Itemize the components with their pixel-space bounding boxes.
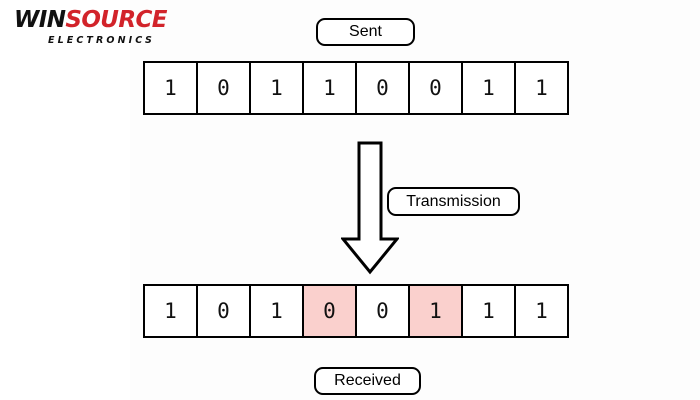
logo-text-win: WIN: [14, 7, 66, 33]
caption-sent: Sent: [316, 18, 415, 46]
bit-cell: 0: [196, 284, 251, 338]
caption-transmission: Transmission: [387, 187, 520, 216]
bit-cell: 1: [461, 61, 516, 115]
bit-cell: 1: [302, 61, 357, 115]
bit-cell: 0: [302, 284, 357, 338]
bit-cell: 1: [143, 284, 198, 338]
bit-cell: 1: [514, 61, 569, 115]
down-arrow-icon: [339, 141, 401, 275]
bit-cell: 1: [249, 61, 304, 115]
bit-cell: 0: [408, 61, 463, 115]
bit-cell: 1: [408, 284, 463, 338]
logo-wordmark: WINSOURCE: [14, 9, 167, 32]
winsource-electronics-logo: WINSOURCE ELECTRONICS: [14, 9, 186, 49]
bit-cell: 1: [514, 284, 569, 338]
bit-cell: 1: [461, 284, 516, 338]
caption-received: Received: [314, 367, 421, 395]
logo-text-source: SOURCE: [65, 7, 167, 33]
logo-subtitle: ELECTRONICS: [48, 35, 155, 46]
bit-cell: 1: [143, 61, 198, 115]
bit-cell: 0: [196, 61, 251, 115]
bit-cell: 1: [249, 284, 304, 338]
bit-cell: 0: [355, 61, 410, 115]
bit-cell: 0: [355, 284, 410, 338]
